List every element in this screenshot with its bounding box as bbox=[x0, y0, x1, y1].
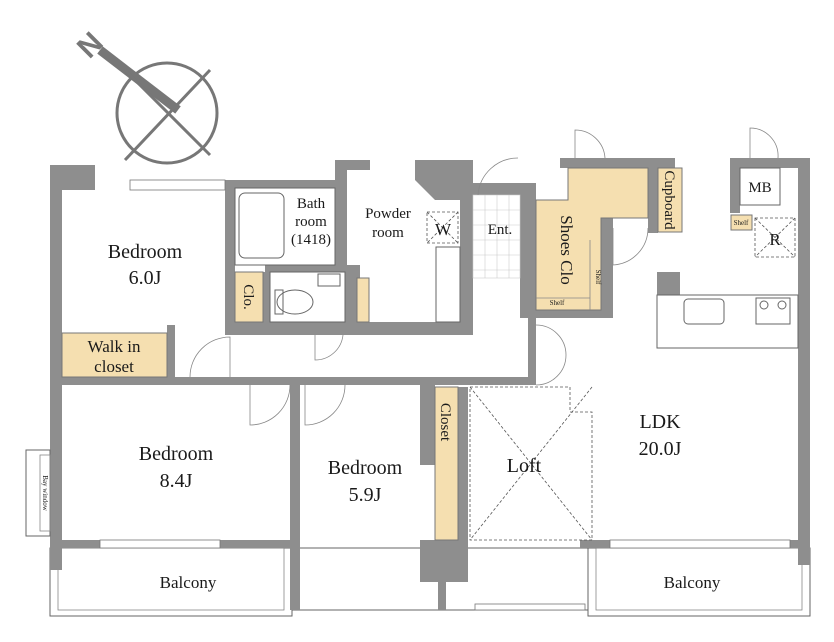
compass: N bbox=[71, 26, 219, 165]
window bbox=[99, 539, 221, 549]
shelf-label: Shelf bbox=[734, 219, 749, 227]
shoes-closet-label: Shoes Clo bbox=[557, 215, 576, 284]
kitchen-counter bbox=[656, 294, 799, 349]
shoes-closet bbox=[535, 167, 649, 311]
room-name: Bedroom bbox=[108, 241, 183, 263]
sink-icon bbox=[683, 298, 725, 325]
bedroom-8j-size: 8.4J bbox=[160, 470, 193, 492]
walk-in-closet-label: closet bbox=[94, 357, 134, 376]
bath-label: room bbox=[295, 214, 327, 230]
walk-in-closet-label: Walk in bbox=[88, 337, 141, 356]
stove-icon bbox=[755, 297, 791, 325]
washer-label: W bbox=[435, 220, 452, 239]
powder-room-label: Powder bbox=[365, 206, 411, 222]
mb-label: MB bbox=[748, 180, 771, 196]
doors bbox=[189, 127, 779, 426]
bathtub-icon bbox=[238, 192, 285, 259]
ldk-size: 20.0J bbox=[639, 438, 682, 460]
refrigerator-label: R bbox=[769, 230, 781, 249]
room-size: 6.0J bbox=[129, 267, 162, 289]
balcony-left bbox=[49, 547, 293, 617]
entrance: Ent. bbox=[472, 157, 521, 279]
loft: Loft bbox=[469, 386, 593, 541]
bedroom-6j: Bedroom 6.0J bbox=[108, 241, 183, 289]
clo-label: Clo. bbox=[240, 284, 256, 309]
bedroom-5j-name: Bedroom bbox=[328, 457, 403, 479]
front-door bbox=[477, 157, 519, 196]
washer-space bbox=[426, 211, 459, 244]
balcony-left-label: Balcony bbox=[160, 573, 217, 592]
meter-box bbox=[739, 167, 781, 206]
compass-needle bbox=[97, 46, 181, 114]
compass-line bbox=[123, 68, 212, 157]
balcony-right bbox=[587, 547, 811, 617]
cupboard-label: Cupboard bbox=[661, 170, 677, 230]
window bbox=[609, 539, 791, 549]
bath-label: (1418) bbox=[291, 232, 331, 248]
north-label: N bbox=[71, 26, 110, 65]
window bbox=[474, 603, 586, 611]
kitchen-shelf bbox=[730, 214, 753, 231]
balcony-right-label: Balcony bbox=[664, 573, 721, 592]
vanity bbox=[435, 246, 461, 323]
sink-icon bbox=[317, 273, 341, 287]
bedroom-5j-size: 5.9J bbox=[349, 484, 382, 506]
bedroom-8j-name: Bedroom bbox=[139, 443, 214, 465]
ldk-name: LDK bbox=[639, 411, 681, 433]
cupboard bbox=[657, 167, 683, 233]
bay-window-label: Bay window bbox=[41, 475, 49, 512]
walk-in-closet bbox=[61, 332, 168, 378]
clo bbox=[234, 271, 264, 323]
compass-circle bbox=[115, 61, 219, 165]
bath-room bbox=[234, 187, 336, 266]
closet-label: Closet bbox=[437, 403, 453, 442]
compass-line bbox=[123, 68, 212, 162]
linen-shelf bbox=[356, 277, 370, 323]
shelf-label: Shelf bbox=[594, 270, 602, 285]
toilet-icon bbox=[276, 289, 314, 315]
shelf-label: Shelf bbox=[550, 299, 565, 307]
closet bbox=[434, 386, 459, 541]
refrigerator-space bbox=[754, 217, 796, 258]
powder-room-label: room bbox=[372, 225, 404, 241]
loft-label: Loft bbox=[507, 455, 542, 477]
window bbox=[129, 179, 226, 191]
bath-label: Bath bbox=[297, 196, 326, 212]
bay-window bbox=[25, 449, 51, 537]
entrance-label: Ent. bbox=[488, 222, 513, 238]
